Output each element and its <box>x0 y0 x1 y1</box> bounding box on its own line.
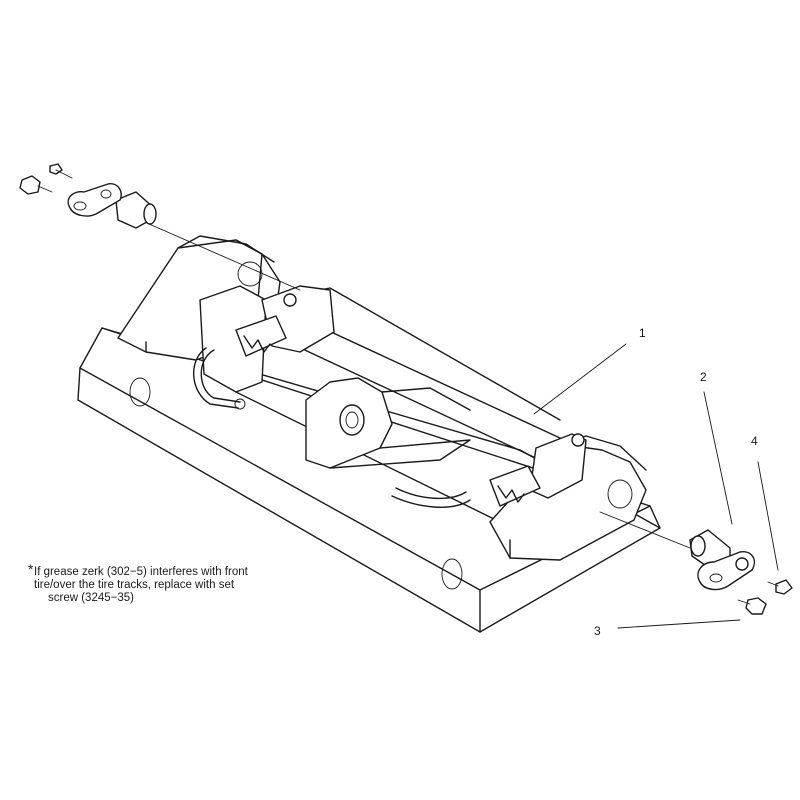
leader-2 <box>703 391 733 525</box>
footnote-line-2: tire/over the tire tracks, replace with … <box>34 579 235 591</box>
footnote-line-1: If grease zerk (302−5) interferes with f… <box>34 566 248 578</box>
callout-3: 3 <box>594 624 601 638</box>
footnote-line-3: screw (3245−35) <box>48 592 134 604</box>
left-hardware <box>19 163 301 291</box>
footnote: * If grease zerk (302−5) interferes with… <box>28 562 248 605</box>
callout-1: 1 <box>639 326 646 340</box>
leader-3 <box>617 619 741 629</box>
leader-1 <box>533 343 627 415</box>
right-hardware <box>599 511 793 615</box>
callout-2: 2 <box>700 370 707 384</box>
callout-4: 4 <box>751 434 758 448</box>
leader-4 <box>757 461 779 571</box>
footnote-asterisk: * <box>28 561 34 577</box>
leader-lines <box>533 343 779 629</box>
mounting-frame <box>77 235 661 633</box>
